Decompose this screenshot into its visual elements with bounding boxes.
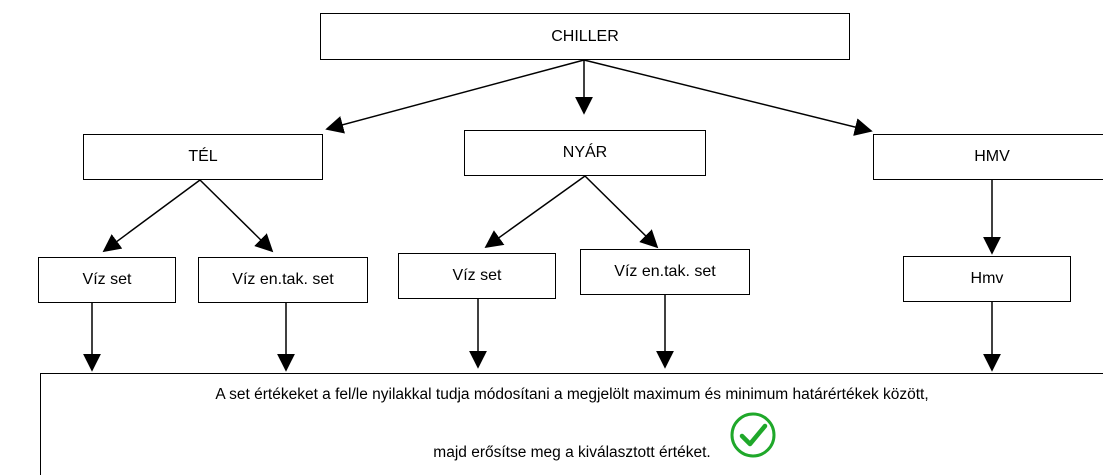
hmv-label: HMV — [974, 148, 1010, 165]
hmv-node: HMV — [873, 134, 1103, 180]
instruction-line-1: A set értékeket a fel/le nyilakkal tudja… — [215, 386, 929, 403]
nyar-viz-set-node: Víz set — [398, 253, 556, 299]
arrow-nyar-to-viz-set — [484, 175, 586, 249]
chiller-node: CHILLER — [320, 13, 850, 60]
arrow-chiller-to-tel — [325, 59, 585, 134]
hmv-sub-label: Hmv — [970, 270, 1004, 287]
arrow-tel-to-viz-entak — [199, 179, 274, 253]
nyar-node: NYÁR — [464, 130, 706, 176]
nyar-viz-entak-set-label: Víz en.tak. set — [614, 263, 716, 280]
tel-node: TÉL — [83, 134, 323, 180]
nyar-viz-set-label: Víz set — [452, 267, 502, 284]
instruction-line-2: majd erősítse meg a kiválasztott értéket… — [433, 444, 711, 461]
tel-label: TÉL — [188, 148, 218, 165]
instruction-note: A set értékeket a fel/le nyilakkal tudja… — [40, 373, 1103, 475]
tel-viz-set-label: Víz set — [82, 271, 132, 288]
tel-viz-entak-set-label: Víz en.tak. set — [232, 271, 334, 288]
tel-viz-entak-set-node: Víz en.tak. set — [198, 257, 368, 303]
arrow-chiller-to-hmv — [583, 59, 873, 136]
check-circle-icon — [730, 412, 776, 458]
nyar-label: NYÁR — [562, 144, 608, 161]
tel-viz-set-node: Víz set — [38, 257, 176, 303]
nyar-viz-entak-set-node: Víz en.tak. set — [580, 249, 750, 295]
arrow-nyar-to-viz-entak — [584, 175, 659, 249]
arrow-tel-to-viz-set — [102, 179, 201, 253]
chiller-label: CHILLER — [551, 27, 619, 45]
hmv-sub-node: Hmv — [903, 256, 1071, 302]
